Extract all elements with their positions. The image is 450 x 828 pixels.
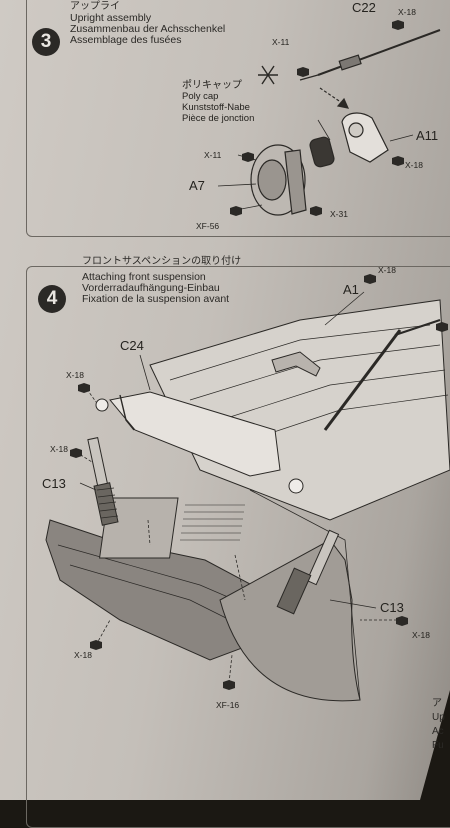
label-x18-right: X-18 (405, 160, 423, 170)
label-c13-left: C13 (42, 476, 66, 491)
step4-title: フロントサスペンションの取り付け Attaching front suspens… (82, 255, 241, 305)
step4-title-fr: Fixation de la suspension avant (82, 293, 230, 305)
peek-line-3: Ac (432, 726, 444, 737)
label-x18-right: X-18 (412, 630, 430, 640)
polycap-label-de: Kunststoff-Nabe (182, 102, 250, 113)
step3-title: アップライ Upright assembly Zusammenbau der A… (70, 0, 225, 46)
step4-title-de: Vorderradaufhängung-Einbau (82, 282, 220, 294)
step3-panel (26, 0, 450, 237)
label-c13-right: C13 (380, 600, 404, 615)
label-a1: A1 (343, 282, 359, 297)
step4-panel (26, 266, 450, 828)
polycap-label-jp: ポリキャップ (182, 80, 242, 91)
polycap-label-fr: Pièce de jonction (182, 113, 255, 124)
step4-title-en: Attaching front suspension (82, 271, 206, 283)
peek-line-4: Fu (432, 740, 444, 751)
label-x11-left: X-11 (204, 150, 222, 160)
step3-number: 3 (32, 28, 60, 56)
label-a7: A7 (189, 178, 205, 193)
label-a11: A11 (416, 128, 439, 143)
step4-drawing (45, 291, 450, 702)
label-x11-top: X-11 (272, 37, 290, 47)
step3-title-fr: Assemblage des fusées (70, 34, 182, 46)
label-c22: C22 (352, 0, 376, 15)
step3-drawing (217, 29, 441, 216)
polycap-label-en: Poly cap (182, 91, 219, 102)
step3-title-de: Zusammenbau der Achsschenkel (70, 23, 226, 35)
label-x18-left-top: X-18 (66, 370, 84, 380)
label-x18-top: X-18 (398, 7, 416, 17)
polycap-icon (258, 65, 278, 85)
next-step-peek: ア Up Ac Fu (432, 697, 445, 753)
label-x18-bottom: X-18 (74, 650, 92, 660)
step3-screws (230, 20, 404, 216)
label-x31: X-31 (330, 209, 348, 219)
step3-title-en: Upright assembly (70, 12, 152, 24)
label-c24: C24 (120, 338, 144, 353)
step4-title-jp: フロントサスペンションの取り付け (82, 256, 242, 267)
step4-screws (70, 274, 448, 690)
polycap-label: ポリキャップ Poly cap Kunststoff-Nabe Pièce de… (182, 80, 254, 124)
label-x18-a1: X-18 (378, 265, 396, 275)
peek-line-2: Up (432, 712, 445, 723)
step4-number: 4 (38, 285, 66, 313)
peek-line-1: ア (432, 698, 442, 709)
step3-title-jp: アップライ (70, 1, 120, 12)
label-xf16: XF-16 (216, 700, 240, 710)
label-xf56: XF-56 (196, 221, 220, 231)
assembly-illustration (45, 20, 450, 702)
label-x18-left-mid: X-18 (50, 444, 68, 454)
